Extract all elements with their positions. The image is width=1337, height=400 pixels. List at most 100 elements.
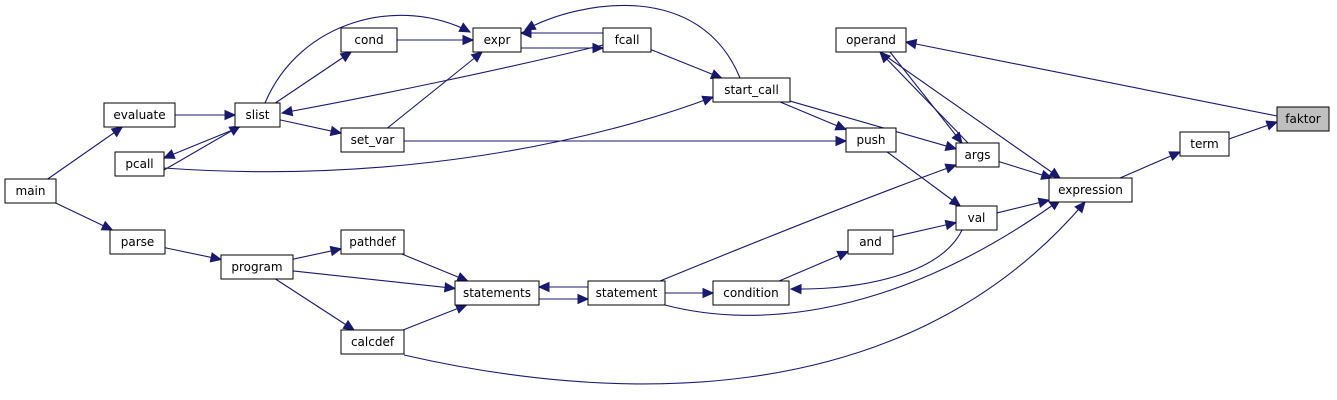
edge-line [779, 101, 847, 131]
edge-statement-to-statements [537, 281, 588, 293]
node-and[interactable]: and [847, 229, 894, 255]
edge-arrowhead [519, 27, 532, 39]
node-box [845, 127, 897, 153]
node-box [4, 178, 57, 204]
edge-line [401, 253, 468, 282]
edge-arrowhead [523, 20, 537, 31]
edge-cond-to-expr [397, 34, 475, 46]
node-expr[interactable]: expr [472, 27, 522, 53]
edge-arrowhead [455, 272, 469, 282]
node-box [835, 27, 907, 53]
edge-statement-to-condition [665, 287, 715, 299]
node-cond[interactable]: cond [340, 27, 398, 53]
edge-start_call-to-push [779, 101, 848, 131]
edge-arrowhead [835, 135, 848, 147]
edge-arrowhead [1037, 197, 1051, 208]
edge-line [163, 126, 241, 159]
edge-arrowhead [1265, 120, 1279, 131]
node-label: calcdef [351, 335, 395, 349]
edge-line [659, 164, 957, 282]
edge-line [163, 125, 241, 171]
node-args[interactable]: args [955, 142, 1000, 168]
node-faktor[interactable]: faktor [1276, 106, 1330, 132]
node-label: faktor [1285, 112, 1321, 126]
edge-line [790, 229, 963, 290]
edge-and-to-val [892, 219, 958, 238]
node-evaluate[interactable]: evaluate [103, 102, 176, 128]
edge-arrowhead [702, 287, 715, 299]
edge-program-to-calcdef [275, 278, 356, 331]
edge-statements-to-statement [539, 293, 590, 305]
edge-val-to-condition [789, 229, 963, 295]
node-slist[interactable]: slist [234, 102, 281, 128]
edge-faktor-to-operand [904, 38, 1278, 117]
edge-pcall-to-start_call [163, 95, 715, 173]
node-label: program [231, 260, 282, 274]
edge-arrowhead [280, 105, 294, 117]
edge-arrowhead [462, 34, 475, 46]
node-label: val [968, 211, 986, 225]
node-label: operand [846, 33, 896, 47]
node-label: cond [354, 33, 383, 47]
edge-evaluate-to-slist [175, 109, 237, 121]
edge-arrowhead [224, 109, 237, 121]
node-label: condition [723, 286, 778, 300]
edge-line [47, 126, 123, 180]
node-calcdef[interactable]: calcdef [340, 329, 405, 355]
edge-line [892, 222, 957, 238]
edge-arrowhead [904, 38, 918, 50]
node-set-var[interactable]: set_var [340, 127, 405, 153]
edge-operand-to-args [889, 51, 963, 144]
edge-slist-to-cond [275, 51, 353, 104]
node-pcall[interactable]: pcall [114, 151, 165, 177]
edge-line [281, 44, 604, 114]
node-label: pathdef [349, 235, 396, 249]
edge-arrowhead [209, 252, 223, 263]
node-statements[interactable]: statements [454, 280, 540, 306]
edge-pcall-to-slist [163, 125, 242, 171]
edge-arrowhead [944, 219, 958, 231]
node-expression[interactable]: expression [1048, 177, 1133, 203]
node-box [712, 280, 790, 306]
edge-term-to-faktor [1228, 120, 1279, 140]
edge-line [664, 199, 1061, 316]
node-operand[interactable]: operand [835, 27, 907, 53]
node-box [847, 229, 894, 255]
edge-val-to-expression [996, 197, 1051, 214]
edge-arrowhead [577, 293, 590, 305]
node-condition[interactable]: condition [712, 280, 790, 306]
edge-main-to-parse [55, 202, 114, 231]
edge-push-to-val [886, 151, 962, 207]
node-val[interactable]: val [955, 205, 998, 231]
edge-set_var-to-expr [387, 51, 484, 129]
edge-fcall-to-expr [519, 27, 603, 39]
edge-arrowhead [1048, 167, 1061, 179]
node-box [340, 27, 398, 53]
node-main[interactable]: main [4, 178, 57, 204]
edge-arrowhead [100, 220, 114, 231]
edge-args-to-operand [879, 51, 969, 144]
node-pathdef[interactable]: pathdef [340, 229, 405, 255]
edge-slist-to-pcall [162, 126, 241, 159]
node-label: and [859, 235, 882, 249]
node-start-call[interactable]: start_call [712, 77, 791, 103]
node-push[interactable]: push [845, 127, 897, 153]
edge-arrowhead [944, 163, 958, 174]
node-term[interactable]: term [1179, 131, 1230, 157]
node-box [340, 329, 405, 355]
node-label: statements [463, 286, 531, 300]
node-program[interactable]: program [220, 254, 294, 280]
edge-line [524, 4, 741, 79]
edge-line [292, 270, 456, 289]
edge-arrowhead [836, 250, 850, 261]
node-box [955, 142, 1000, 168]
node-fcall[interactable]: fcall [602, 27, 652, 53]
edge-line [264, 14, 471, 104]
edge-program-to-statements [292, 270, 457, 293]
edge-args-to-expression [998, 161, 1053, 180]
node-box [1048, 177, 1133, 203]
node-parse[interactable]: parse [109, 229, 166, 255]
node-statement[interactable]: statement [587, 280, 666, 306]
edge-arrowhead [944, 140, 958, 151]
